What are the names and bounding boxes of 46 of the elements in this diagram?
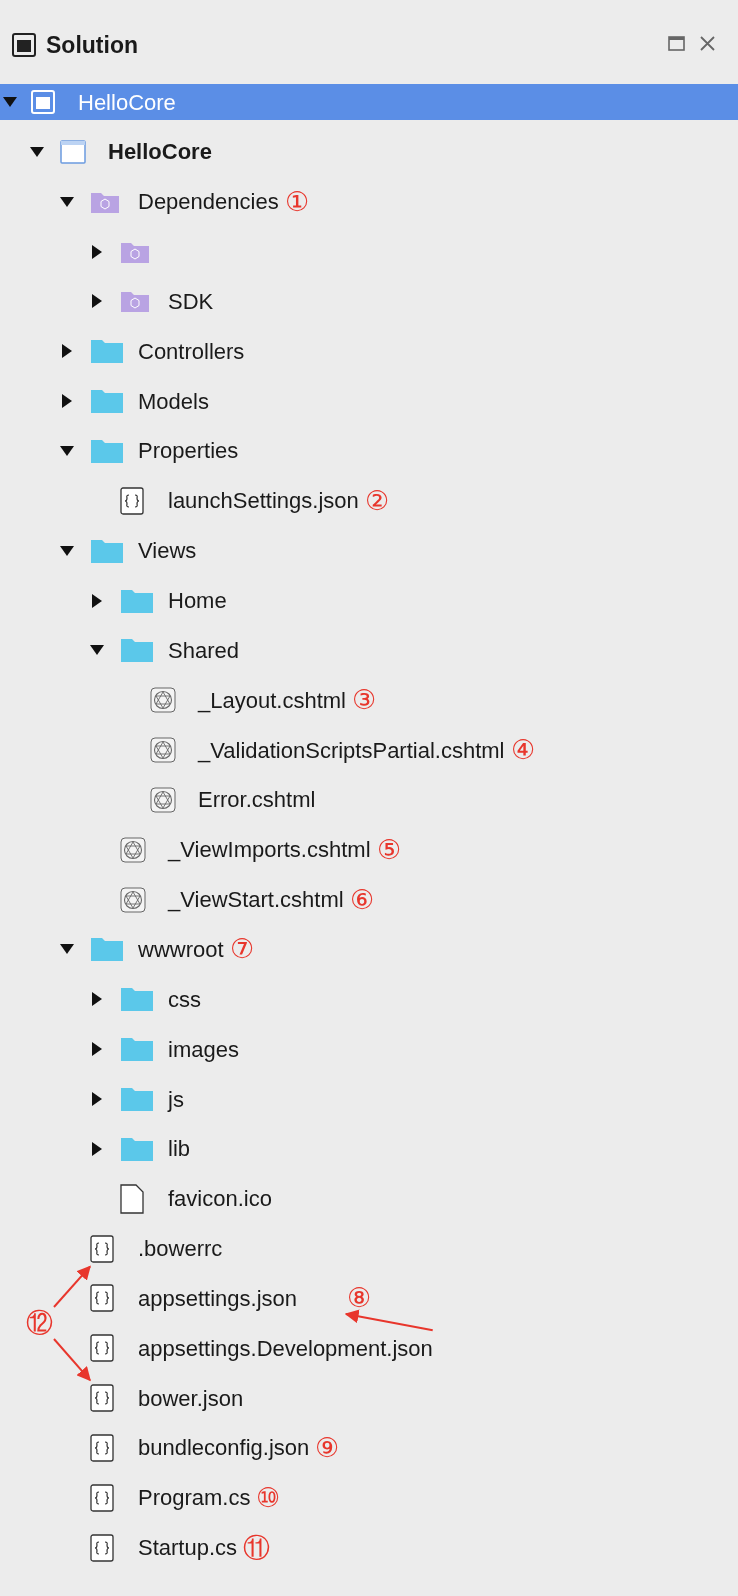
item-name: appsettings.json <box>138 1284 297 1313</box>
callout-number: ⑫ <box>25 1307 54 1339</box>
callout-number: ③ <box>351 684 376 717</box>
item-name: images <box>168 1035 239 1064</box>
callout-number: ⑨ <box>315 1431 340 1464</box>
callout-number: ⑦ <box>229 933 254 966</box>
item-name: Startup.cs <box>138 1534 238 1563</box>
item-name: SDK <box>168 287 214 316</box>
item-name: js <box>168 1085 184 1114</box>
callout-number: ⑪ <box>243 1531 271 1564</box>
callout-number: ⑥ <box>349 883 374 916</box>
callout-number: ⑩ <box>256 1481 281 1514</box>
item-name: Program.cs <box>138 1484 251 1513</box>
item-name: bower.json <box>138 1384 244 1413</box>
item-name: _ViewStart.cshtml <box>168 886 344 915</box>
item-name: Properties <box>138 437 239 466</box>
item-name: Controllers <box>138 337 245 366</box>
item-name: lib <box>168 1135 190 1164</box>
item-name: Home <box>168 587 227 615</box>
item-name: _ViewImports.cshtml <box>168 836 371 865</box>
item-name: HelloCore <box>108 138 212 167</box>
callout-number: ⑤ <box>376 833 401 866</box>
item-name: HelloCore <box>78 88 176 117</box>
item-name: launchSettings.json <box>168 487 359 516</box>
callout-number: ② <box>364 484 389 517</box>
item-name: Error.cshtml <box>198 786 316 815</box>
item-name: css <box>168 985 201 1014</box>
item-name: Models <box>138 387 209 416</box>
pointer-arrow <box>53 1265 91 1308</box>
item-name: wwwroot <box>138 935 224 964</box>
item-name: _ValidationScriptsPartial.cshtml <box>198 736 505 765</box>
item-name: favicon.ico <box>168 1185 272 1214</box>
callout-number: ⑧ <box>346 1282 372 1314</box>
pointer-arrow <box>53 1338 91 1382</box>
item-name: Views <box>138 537 197 566</box>
callout-number: ④ <box>510 734 535 767</box>
item-name: Dependencies <box>138 188 279 217</box>
pointer-arrow <box>344 1309 434 1332</box>
callout-number: ① <box>284 185 309 218</box>
item-name: .bowerrc <box>138 1235 223 1264</box>
item-name: _Layout.cshtml <box>198 686 346 715</box>
item-name: appsettings.Development.json <box>138 1334 433 1363</box>
selected-tree-row <box>0 84 738 120</box>
item-name: bundleconfig.json <box>138 1434 310 1463</box>
item-name: Shared <box>168 636 239 665</box>
panel-title: Solution <box>46 31 138 60</box>
